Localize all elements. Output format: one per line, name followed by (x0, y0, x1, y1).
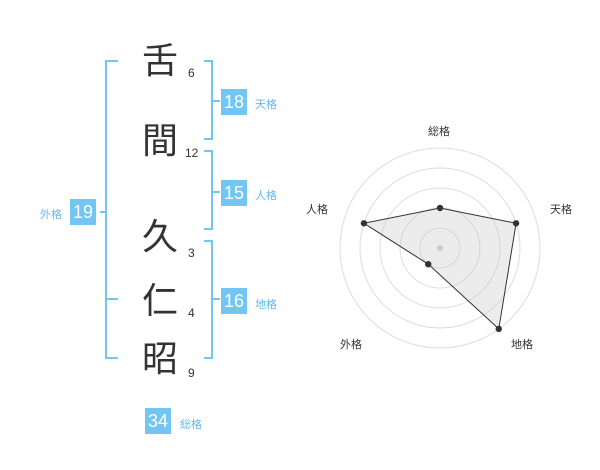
given-char-1: 久 (142, 217, 179, 258)
radar-grid-ring (419, 227, 461, 269)
tenkaku-label: 天格 (255, 98, 277, 111)
radar-point-4 (360, 220, 368, 227)
gaikaku-label: 外格 (40, 208, 62, 221)
given-char-3: 昭 (142, 339, 179, 380)
jinkaku-bracket (204, 150, 213, 230)
radar-score-polygon (362, 207, 517, 330)
radar-axis-label-chikaku: 地格 (511, 338, 533, 351)
surname-strokes-2: 12 (185, 146, 199, 160)
radar-axis-label-tenkaku: 天格 (550, 203, 572, 216)
radar-point-2 (495, 325, 502, 333)
chikaku-label: 地格 (255, 298, 277, 311)
given-char-2: 仁 (142, 281, 179, 322)
jinkaku-label: 人格 (255, 189, 277, 202)
chikaku-badge: 16 (221, 288, 248, 314)
given-strokes-2: 4 (188, 306, 195, 320)
radar-center-dot (437, 245, 443, 251)
radar-grid-ring (339, 147, 541, 349)
radar-point-3 (425, 260, 432, 268)
surname-strokes-1: 6 (188, 66, 195, 80)
soukaku-badge: 34 (145, 408, 172, 434)
tenkaku-badge: 18 (221, 89, 248, 115)
radar-point-1 (512, 220, 520, 227)
radar-grid-ring (359, 167, 521, 329)
surname-char-1: 舌 (142, 41, 179, 82)
radar-axis-label-gaikaku: 外格 (340, 338, 362, 351)
given-strokes-1: 3 (188, 246, 195, 260)
outer-bracket (105, 60, 118, 359)
jinkaku-badge: 15 (221, 180, 248, 206)
soukaku-label: 総格 (180, 418, 202, 431)
given-strokes-3: 9 (188, 366, 195, 380)
radar-point-0 (436, 204, 444, 212)
radar-axis-label-jinkaku: 人格 (306, 203, 328, 216)
radar-axis-label-soukaku: 総格 (428, 125, 450, 138)
gaikaku-badge: 19 (70, 199, 97, 225)
radar-grid-ring (379, 187, 501, 309)
surname-char-2: 間 (142, 121, 179, 162)
